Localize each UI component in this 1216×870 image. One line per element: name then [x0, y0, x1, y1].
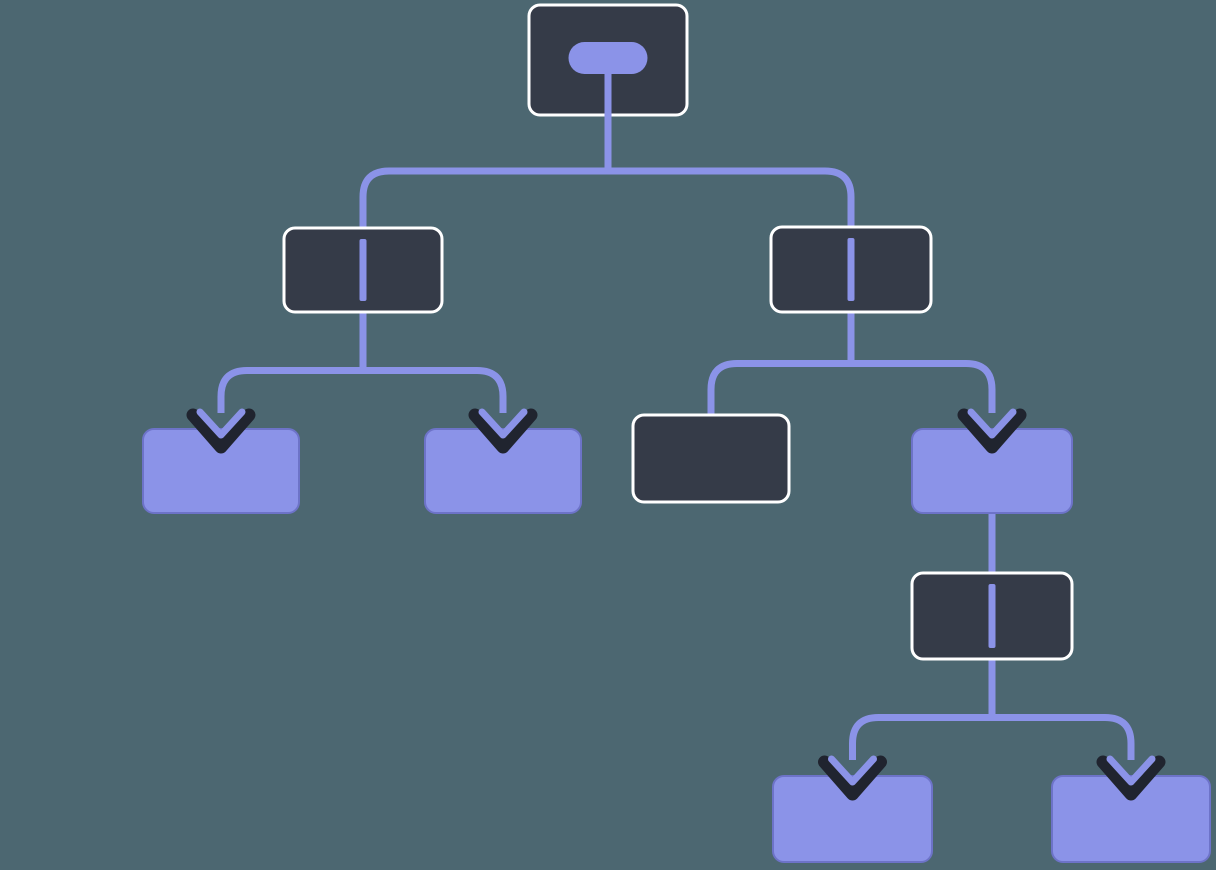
node-layer — [142, 3, 1211, 863]
chevron-dark-stroke — [1096, 755, 1166, 801]
chevron-purple-stroke — [196, 408, 246, 439]
connector-edge-l2-right-l3-dark — [707, 312, 855, 417]
chevron-dark-stroke — [957, 408, 1027, 454]
chevron-purple-stroke — [828, 755, 877, 786]
pass-line-icon — [988, 584, 996, 648]
edge-layer — [217, 115, 1135, 760]
chevron-purple-stroke — [478, 408, 528, 439]
action-leaf-leaf-a[interactable] — [142, 428, 300, 514]
chevron-arrow-icon — [957, 408, 1027, 454]
connector-edge-root-l2-right — [604, 115, 855, 229]
connector-edge-l4-conn-leaf-d — [988, 659, 1135, 760]
action-leaf-leaf-b[interactable] — [424, 428, 582, 514]
pass-line-icon — [847, 238, 855, 301]
chevron-dark-stroke — [818, 755, 887, 801]
glyph-layer — [186, 42, 1166, 801]
connector-edge-l2-left-leaf-b — [359, 312, 507, 413]
chevron-purple-stroke — [967, 408, 1017, 439]
root-pill-shape — [568, 42, 648, 74]
chevron-dark-stroke — [186, 408, 256, 454]
pass-line-icon — [359, 239, 367, 301]
connector-edge-root-l2-left — [359, 115, 612, 230]
chevron-arrow-icon — [186, 408, 256, 454]
connector-edge-l2-right-l3-purple — [847, 312, 996, 413]
action-leaf-l3-purple[interactable] — [911, 428, 1073, 514]
action-leaf-leaf-d[interactable] — [1051, 775, 1211, 863]
connector-edge-l2-left-leaf-a — [217, 312, 367, 413]
chevron-purple-stroke — [1106, 755, 1156, 786]
root-pill-stem — [604, 72, 612, 117]
root-pill-icon — [568, 42, 648, 117]
chevron-arrow-icon — [818, 755, 887, 801]
plain-node-l3-dark[interactable] — [631, 413, 791, 504]
chevron-arrow-icon — [468, 408, 538, 454]
connector-edge-l4-conn-leaf-c — [849, 659, 996, 760]
chevron-dark-stroke — [468, 408, 538, 454]
chevron-arrow-icon — [1096, 755, 1166, 801]
action-leaf-leaf-c[interactable] — [772, 775, 933, 863]
